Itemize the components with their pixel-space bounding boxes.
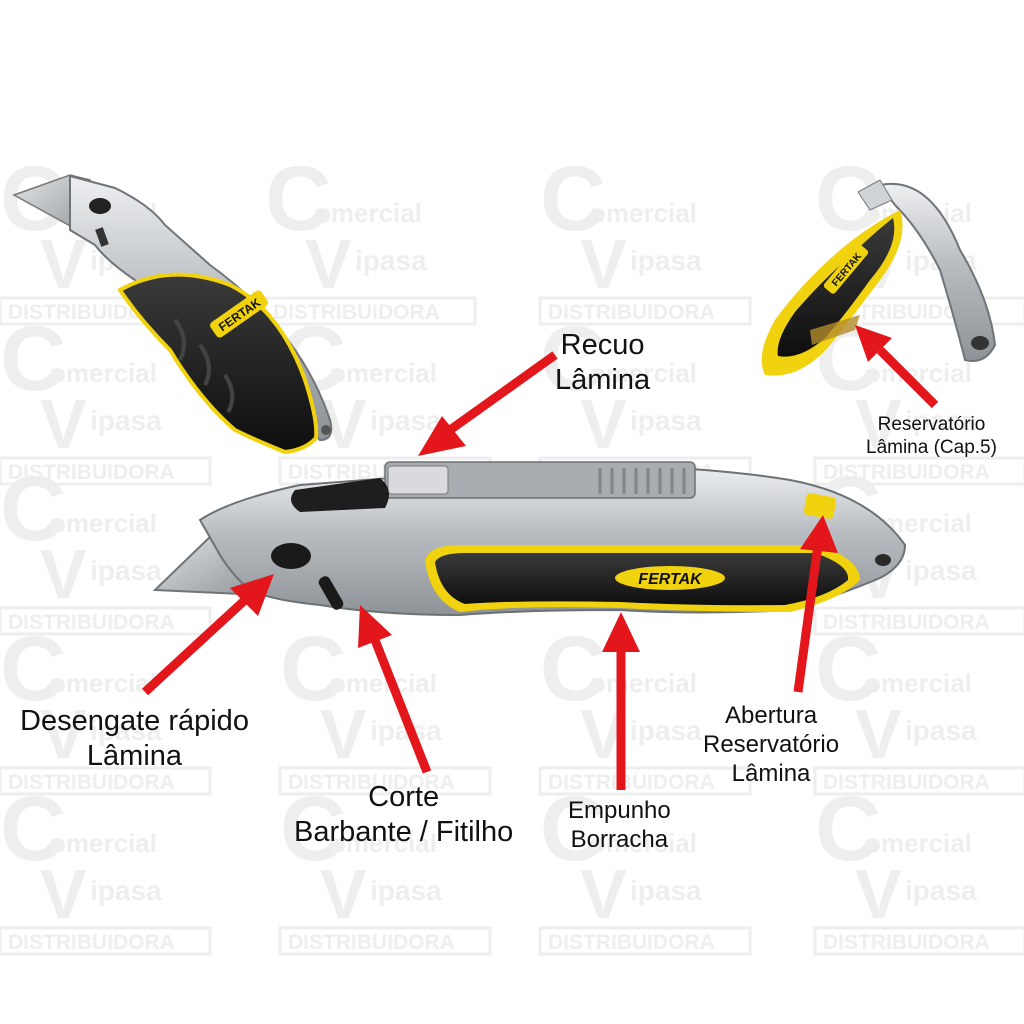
watermark-tile	[0, 776, 212, 956]
watermark-tile	[538, 146, 752, 326]
watermark-tile	[263, 146, 477, 326]
callout-arrows	[141, 325, 939, 790]
watermark-tile	[813, 616, 1024, 796]
watermark-tile	[278, 616, 492, 796]
watermark-tile	[813, 776, 1024, 956]
arrow-reservatorio	[855, 325, 939, 409]
knife-main-image: FERTAK	[152, 461, 907, 617]
arrow-recuo	[418, 351, 558, 456]
arrow-empunho	[602, 612, 640, 790]
knife-top-left-image: FERTAK	[12, 174, 333, 455]
arrow-corte	[358, 605, 432, 774]
knife-top-right-image: FERTAK	[761, 179, 997, 376]
arrow-abertura	[793, 515, 838, 693]
arrow-desengate	[141, 574, 274, 696]
brand-logo-main: FERTAK	[638, 571, 703, 588]
